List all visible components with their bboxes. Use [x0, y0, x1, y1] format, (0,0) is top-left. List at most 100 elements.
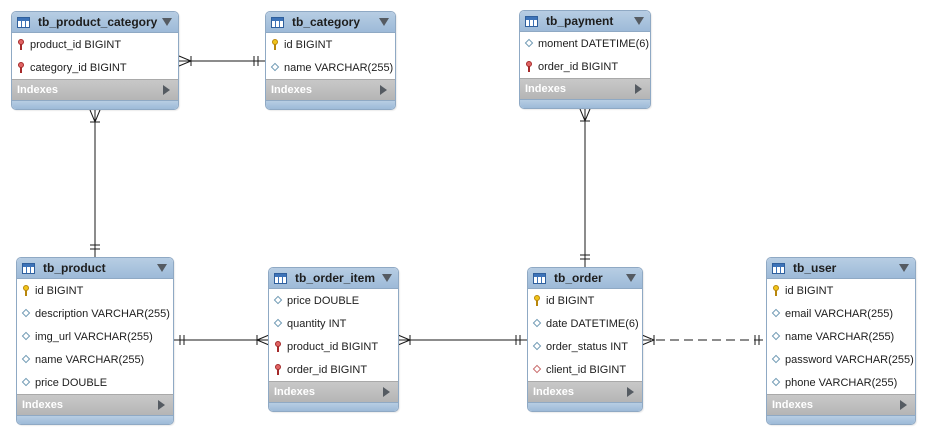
collapse-toggle-icon[interactable] — [157, 264, 167, 272]
indexes-section[interactable]: Indexes — [12, 79, 178, 100]
collapse-toggle-icon[interactable] — [382, 274, 392, 282]
column-label: price DOUBLE — [287, 294, 360, 307]
table-column[interactable]: id BIGINT — [266, 33, 395, 56]
table-name: tb_category — [292, 15, 361, 29]
foreign-key-icon — [17, 39, 26, 50]
column-icon — [533, 318, 542, 329]
table-column[interactable]: price DOUBLE — [17, 371, 173, 394]
indexes-section[interactable]: Indexes — [767, 394, 915, 415]
relationship-order-to-user[interactable] — [641, 334, 766, 346]
table-column[interactable]: order_status INT — [528, 335, 642, 358]
table-column[interactable]: moment DATETIME(6) — [520, 32, 650, 55]
indexes-section[interactable]: Indexes — [269, 381, 398, 402]
relationship-order-item-to-product[interactable] — [174, 334, 270, 346]
table-footer — [269, 402, 398, 411]
expand-arrow-icon[interactable] — [900, 400, 907, 410]
indexes-section[interactable]: Indexes — [17, 394, 173, 415]
relationship-payment-to-order[interactable] — [579, 108, 591, 268]
table-name: tb_order_item — [295, 271, 376, 285]
expand-arrow-icon[interactable] — [158, 400, 165, 410]
table-name: tb_user — [793, 261, 837, 275]
column-label: order_id BIGINT — [287, 363, 368, 376]
column-label: name VARCHAR(255) — [35, 353, 145, 366]
expand-arrow-icon[interactable] — [163, 85, 170, 95]
table-column[interactable]: category_id BIGINT — [12, 56, 178, 79]
column-label: category_id BIGINT — [30, 61, 127, 74]
column-icon — [274, 318, 283, 329]
table-column[interactable]: price DOUBLE — [269, 289, 398, 312]
indexes-section[interactable]: Indexes — [266, 79, 395, 100]
table-column[interactable]: name VARCHAR(255) — [17, 348, 173, 371]
column-icon — [22, 377, 31, 388]
table-column[interactable]: password VARCHAR(255) — [767, 348, 915, 371]
table-name: tb_order — [554, 271, 603, 285]
indexes-section[interactable]: Indexes — [528, 381, 642, 402]
table-header[interactable]: tb_order_item — [269, 268, 398, 289]
expand-arrow-icon[interactable] — [380, 85, 387, 95]
foreign-key-column-icon — [533, 364, 542, 375]
table-column[interactable]: client_id BIGINT — [528, 358, 642, 381]
column-label: password VARCHAR(255) — [785, 353, 914, 366]
primary-key-icon — [772, 285, 781, 296]
table-header[interactable]: tb_product_category — [12, 12, 178, 33]
table-header[interactable]: tb_order — [528, 268, 642, 289]
table-column[interactable]: order_id BIGINT — [269, 358, 398, 381]
table-icon — [17, 16, 30, 28]
relationship-product-category-to-category[interactable] — [178, 55, 265, 67]
table-header[interactable]: tb_user — [767, 258, 915, 279]
table-column[interactable]: img_url VARCHAR(255) — [17, 325, 173, 348]
indexes-label: Indexes — [274, 386, 315, 398]
column-label: description VARCHAR(255) — [35, 307, 170, 320]
indexes-label: Indexes — [271, 84, 312, 96]
table-footer — [17, 415, 173, 424]
table-column[interactable]: description VARCHAR(255) — [17, 302, 173, 325]
relationship-order-item-to-order[interactable] — [397, 334, 527, 346]
table-column[interactable]: name VARCHAR(255) — [266, 56, 395, 79]
table-header[interactable]: tb_category — [266, 12, 395, 33]
table-name: tb_product — [43, 261, 106, 275]
table-column[interactable]: phone VARCHAR(255) — [767, 371, 915, 394]
column-icon — [271, 62, 280, 73]
collapse-toggle-icon[interactable] — [634, 17, 644, 25]
column-icon — [274, 295, 283, 306]
column-icon — [772, 377, 781, 388]
table-column[interactable]: quantity INT — [269, 312, 398, 335]
column-icon — [533, 341, 542, 352]
table-icon — [525, 15, 538, 27]
table-column[interactable]: id BIGINT — [767, 279, 915, 302]
table-column[interactable]: date DATETIME(6) — [528, 312, 642, 335]
column-label: name VARCHAR(255) — [284, 61, 394, 74]
table-header[interactable]: tb_payment — [520, 11, 650, 32]
column-label: id BIGINT — [546, 294, 595, 307]
collapse-toggle-icon[interactable] — [379, 18, 389, 26]
expand-arrow-icon[interactable] — [383, 387, 390, 397]
table-column[interactable]: id BIGINT — [528, 289, 642, 312]
collapse-toggle-icon[interactable] — [626, 274, 636, 282]
collapse-toggle-icon[interactable] — [162, 18, 172, 26]
relationship-product-category-to-product[interactable] — [89, 109, 101, 258]
table-column[interactable]: product_id BIGINT — [269, 335, 398, 358]
table-column[interactable]: product_id BIGINT — [12, 33, 178, 56]
primary-key-icon — [22, 285, 31, 296]
column-label: img_url VARCHAR(255) — [35, 330, 153, 343]
table-header[interactable]: tb_product — [17, 258, 173, 279]
table-column[interactable]: order_id BIGINT — [520, 55, 650, 78]
table-icon — [772, 262, 785, 274]
indexes-section[interactable]: Indexes — [520, 78, 650, 99]
table-column[interactable]: id BIGINT — [17, 279, 173, 302]
table-footer — [528, 402, 642, 411]
column-icon — [525, 38, 534, 49]
expand-arrow-icon[interactable] — [627, 387, 634, 397]
expand-arrow-icon[interactable] — [635, 84, 642, 94]
table-column[interactable]: name VARCHAR(255) — [767, 325, 915, 348]
table-column[interactable]: email VARCHAR(255) — [767, 302, 915, 325]
column-label: id BIGINT — [35, 284, 84, 297]
collapse-toggle-icon[interactable] — [899, 264, 909, 272]
